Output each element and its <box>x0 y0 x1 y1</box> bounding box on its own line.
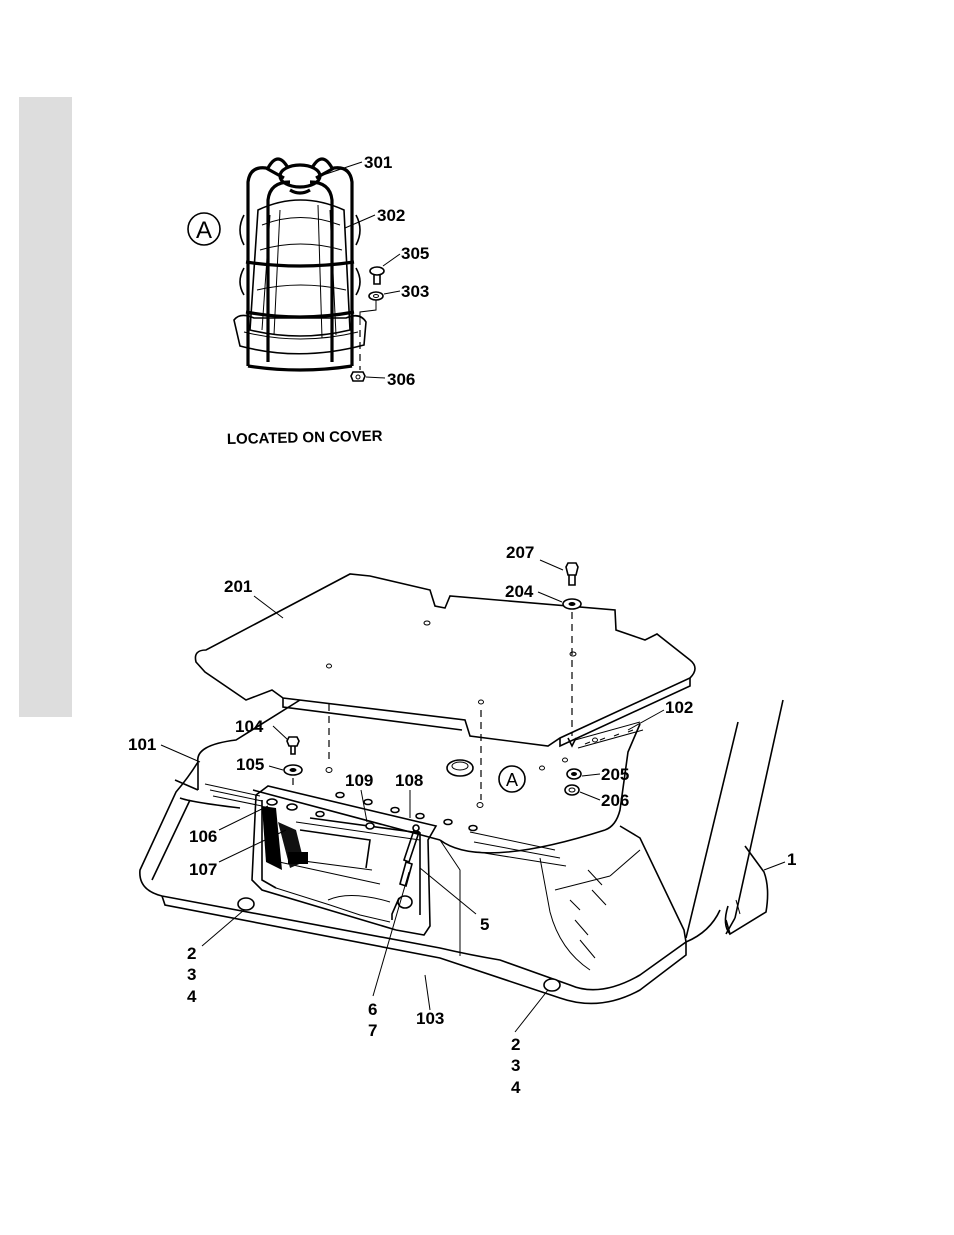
lamp-hardware <box>351 267 384 381</box>
detail-marker-label: A <box>196 217 212 244</box>
callout-103: 103 <box>416 1009 444 1028</box>
callout-7: 7 <box>368 1021 377 1040</box>
callout-4-left: 4 <box>187 987 197 1006</box>
callout-1: 1 <box>787 850 796 869</box>
callout-6: 6 <box>368 1000 377 1019</box>
callout-206: 206 <box>601 791 629 810</box>
callout-204: 204 <box>505 582 534 601</box>
main-assembly: A <box>128 543 796 1097</box>
callout-102: 102 <box>665 698 693 717</box>
callout-107: 107 <box>189 860 217 879</box>
callout-205: 205 <box>601 765 629 784</box>
lamp-detail: A <box>188 153 429 448</box>
callout-101: 101 <box>128 735 156 754</box>
callout-302: 302 <box>377 206 405 225</box>
callout-3-left: 3 <box>187 965 196 984</box>
callout-3-right: 3 <box>511 1056 520 1075</box>
callout-2-left: 2 <box>187 944 196 963</box>
lamp-lens <box>234 200 366 354</box>
cover-hardware <box>563 563 581 795</box>
cover-plate <box>195 574 695 746</box>
callout-207: 207 <box>506 543 534 562</box>
callout-301: 301 <box>364 153 392 172</box>
callout-106: 106 <box>189 827 217 846</box>
callout-2-right: 2 <box>511 1035 520 1054</box>
callout-109: 109 <box>345 771 373 790</box>
callout-5: 5 <box>480 915 489 934</box>
callout-303: 303 <box>401 282 429 301</box>
callout-201: 201 <box>224 577 252 596</box>
callout-104: 104 <box>235 717 264 736</box>
callout-4-right: 4 <box>511 1078 521 1097</box>
main-leaders <box>161 560 785 1032</box>
main-marker-label: A <box>506 770 518 790</box>
wire-guard <box>240 159 360 370</box>
callout-306: 306 <box>387 370 415 389</box>
callout-305: 305 <box>401 244 429 263</box>
callout-105: 105 <box>236 755 264 774</box>
callout-108: 108 <box>395 771 423 790</box>
detail-caption: LOCATED ON COVER <box>227 428 383 448</box>
